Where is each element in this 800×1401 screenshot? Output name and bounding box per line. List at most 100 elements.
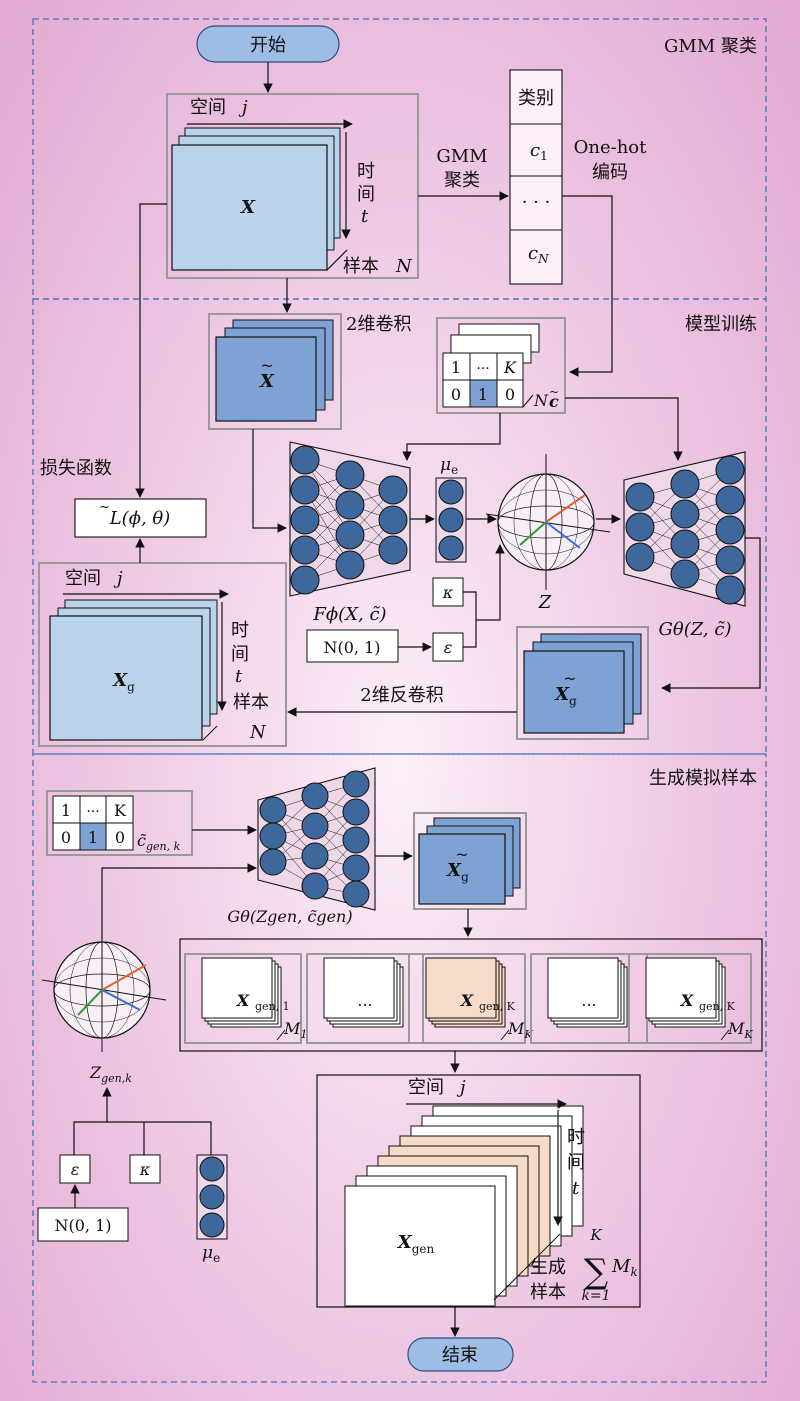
final-gen-label: 生成 bbox=[530, 1257, 566, 1278]
final-samples-label: 样本 bbox=[530, 1282, 566, 1303]
group-label: ... bbox=[357, 991, 372, 1010]
final-time-2: 间 bbox=[567, 1152, 585, 1173]
generator-network bbox=[257, 767, 376, 911]
normal-box bbox=[306, 629, 399, 663]
end-label: 结束 bbox=[442, 1345, 478, 1366]
encoder-label: Fϕ(X, c̃) bbox=[312, 604, 386, 625]
gen-mu-vector bbox=[196, 1154, 228, 1240]
onehot-stack bbox=[442, 323, 540, 408]
xg-out-tensor bbox=[49, 599, 218, 741]
loss-box bbox=[74, 498, 207, 538]
deconv-label: 2维反卷积 bbox=[360, 685, 443, 706]
gmm-section-title: GMM 聚类 bbox=[664, 36, 757, 57]
final-space-label: 空间 bbox=[408, 1077, 444, 1098]
gmm-time-var: t bbox=[361, 206, 369, 227]
generation-section-title: 生成模拟样本 bbox=[649, 768, 757, 789]
gmm-arrow-label-1: GMM bbox=[436, 146, 487, 167]
xg-out-space-label: 空间 bbox=[65, 568, 101, 589]
gen-epsilon-label: ε bbox=[71, 1160, 80, 1179]
final-time-var: t bbox=[572, 1178, 580, 1199]
gen-normal-label: N(0, 1) bbox=[54, 1216, 111, 1235]
gen-onehot-bot-3: 0 bbox=[115, 828, 125, 847]
onehot-c-tilde: ~ bbox=[549, 385, 559, 399]
onehot-bot-3: 0 bbox=[505, 385, 515, 404]
group-label: X bbox=[236, 991, 250, 1010]
loss-text: L(ϕ, θ) bbox=[109, 508, 171, 529]
normal-label: N(0, 1) bbox=[323, 638, 380, 657]
gmm-time-char-2: 间 bbox=[357, 184, 375, 205]
z-label: Z bbox=[538, 592, 552, 613]
xg-out-frame bbox=[38, 562, 287, 747]
xg-out-samples-label: 样本 bbox=[233, 692, 269, 713]
gen-onehot-bot-1: 0 bbox=[61, 828, 71, 847]
xg-out-time-1: 时 bbox=[231, 620, 249, 641]
gen-kappa-box bbox=[129, 1154, 161, 1184]
xtilde-var: X bbox=[259, 371, 275, 392]
start-terminal[interactable]: 开始 bbox=[196, 25, 340, 63]
gen-onehot bbox=[52, 795, 134, 851]
gen-epsilon-box bbox=[59, 1154, 91, 1184]
training-section-border bbox=[32, 298, 767, 755]
final-time-1: 时 bbox=[567, 1127, 585, 1148]
gen-xg-tilde: ~ bbox=[455, 845, 468, 864]
xg-out-time-2: 间 bbox=[231, 644, 249, 665]
group-sub: gen, 1 bbox=[255, 1000, 290, 1013]
group-label: X bbox=[460, 991, 474, 1010]
group-sub: gen, K bbox=[479, 1000, 516, 1013]
xg-var: Xg bbox=[554, 684, 577, 708]
epsilon-box bbox=[432, 632, 464, 662]
group-m: MK bbox=[507, 1019, 533, 1041]
group-sub: gen, K bbox=[699, 1000, 736, 1013]
groups-container bbox=[179, 938, 763, 1052]
start-label: 开始 bbox=[250, 35, 286, 56]
class-table-header: 类别 bbox=[518, 88, 554, 109]
decoder-network bbox=[623, 451, 746, 607]
class-last: cN bbox=[528, 243, 549, 266]
gen-xg-frame bbox=[413, 812, 527, 910]
mu-e-vector bbox=[435, 477, 467, 563]
gen-xg-tensor bbox=[418, 817, 521, 905]
group-m: MK bbox=[727, 1019, 753, 1041]
kappa-box bbox=[432, 577, 464, 607]
decoder-label: Gθ(Z, c̃) bbox=[659, 619, 732, 640]
final-space-var: j bbox=[456, 1077, 466, 1098]
group-4: ... bbox=[530, 953, 648, 1044]
xg-out-samples-var: N bbox=[249, 722, 267, 743]
gen-onehot-top-2: ··· bbox=[86, 804, 99, 820]
onehot-top-3: K bbox=[503, 358, 517, 377]
onehot-frame bbox=[436, 317, 566, 414]
xg-frame bbox=[516, 626, 649, 740]
xg-tilde: ~ bbox=[563, 669, 576, 688]
gen-onehot-bot-2: 1 bbox=[88, 828, 98, 847]
gen-kappa-label: κ bbox=[139, 1160, 151, 1179]
onehot-label-2: 编码 bbox=[592, 162, 628, 183]
gmm-input-var: X bbox=[240, 197, 256, 218]
z-gen-label: Zgen,k bbox=[89, 1063, 132, 1085]
onehot-bot-2: 1 bbox=[478, 385, 488, 404]
epsilon-label: ε bbox=[444, 638, 453, 657]
class-first: c1 bbox=[530, 140, 548, 163]
latent-sphere bbox=[485, 454, 611, 590]
mu-e-label: μe bbox=[440, 455, 458, 477]
sum-top: K bbox=[589, 1226, 602, 1244]
sum-bottom: k=1 bbox=[581, 1288, 610, 1304]
gen-onehot-top-3: K bbox=[114, 801, 127, 820]
onehot-c: c bbox=[549, 392, 559, 411]
gen-onehot-top-1: 1 bbox=[61, 801, 71, 820]
class-dots: · · · bbox=[522, 192, 551, 213]
gmm-input-tensor bbox=[171, 127, 341, 271]
gmm-section-border bbox=[32, 18, 767, 300]
gmm-arrow-label-2: 聚类 bbox=[444, 170, 480, 191]
conv-label: 2维卷积 bbox=[346, 314, 411, 335]
training-section-title: 模型训练 bbox=[685, 314, 757, 335]
gen-mu-label: μe bbox=[202, 1243, 220, 1265]
onehot-top-1: 1 bbox=[451, 358, 461, 377]
end-terminal[interactable]: 结束 bbox=[407, 1337, 514, 1372]
kappa-label: κ bbox=[442, 583, 454, 602]
encoder-network bbox=[289, 441, 411, 597]
